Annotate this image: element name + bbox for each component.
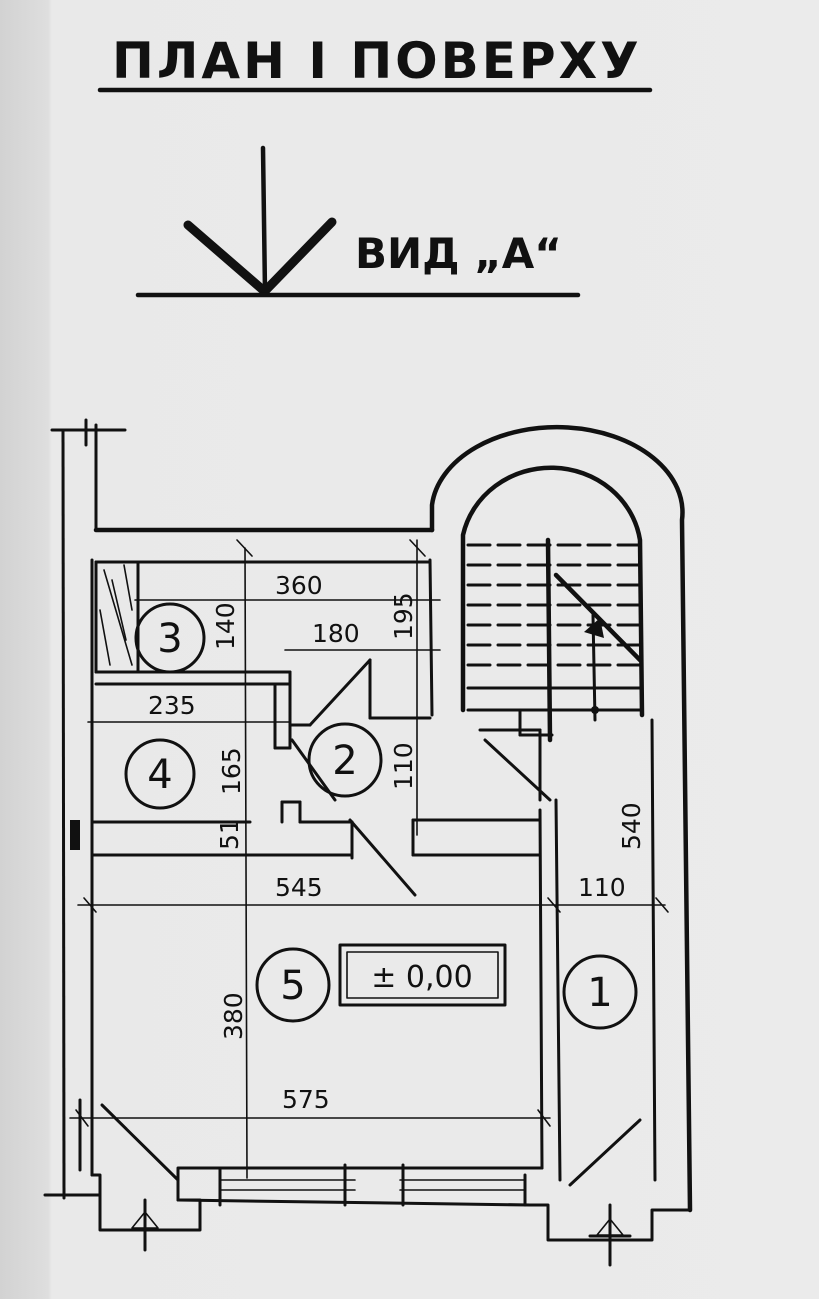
interior-walls [90, 558, 542, 860]
svg-text:1: 1 [587, 970, 612, 1016]
plan-title: ПЛАН І ПОВЕРХУ [112, 32, 642, 90]
view-arrow-icon [135, 145, 581, 298]
dim-140: 140 [211, 602, 240, 650]
room-label-4: 4 [124, 738, 196, 810]
dim-165: 165 [217, 747, 246, 795]
svg-text:2: 2 [332, 738, 357, 784]
svg-text:3: 3 [157, 616, 182, 662]
dim-110-vertical: 110 [389, 742, 418, 790]
dim-545: 545 [275, 873, 323, 902]
dim-110-horizontal: 110 [578, 873, 626, 902]
dim-380: 380 [219, 992, 248, 1040]
stair-arrow-icon [553, 572, 643, 722]
room-label-1: 1 [562, 954, 638, 1030]
svg-text:± 0,00: ± 0,00 [371, 960, 472, 995]
staircase [466, 537, 642, 743]
section-mark-icon [123, 1198, 632, 1267]
dim-195: 195 [389, 592, 418, 640]
room-label-5: 5 [255, 947, 331, 1023]
dim-360: 360 [275, 571, 323, 600]
room-label-3: 3 [134, 602, 206, 674]
dim-180: 180 [312, 619, 360, 648]
svg-text:4: 4 [147, 752, 172, 798]
dim-235: 235 [148, 691, 196, 720]
window [218, 1163, 527, 1207]
outer-walls [43, 418, 693, 1242]
dim-575: 575 [282, 1085, 330, 1114]
dim-540: 540 [617, 802, 646, 850]
view-label: ВИД „А“ [355, 229, 562, 278]
level-mark: ± 0,00 [338, 943, 507, 1007]
room-label-2: 2 [307, 722, 383, 798]
column-block [70, 820, 80, 850]
svg-text:5: 5 [280, 963, 305, 1009]
dimension-lines [69, 539, 669, 1179]
dim-51: 51 [215, 818, 244, 850]
